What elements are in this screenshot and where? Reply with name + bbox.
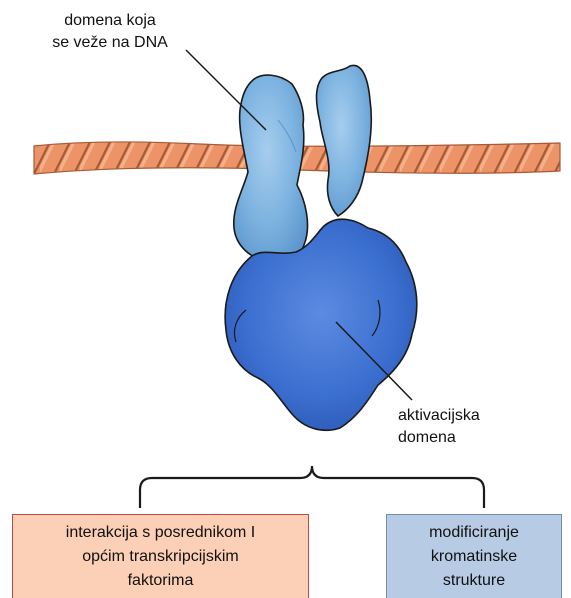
chromatin-modification-box: modificiranje kromatinske strukture [386, 514, 562, 598]
activation-domain-label: aktivacijska domena [398, 405, 508, 449]
dna-binding-domain-label: domena koja se veže na DNA [40, 10, 180, 54]
mediator-interaction-box: interakcija s posrednikom I općim transk… [12, 514, 309, 598]
curly-bracket [140, 466, 484, 508]
chromatin-modification-text: modificiranje kromatinske strukture [429, 521, 519, 593]
mediator-interaction-text: interakcija s posrednikom I općim transk… [66, 521, 255, 593]
